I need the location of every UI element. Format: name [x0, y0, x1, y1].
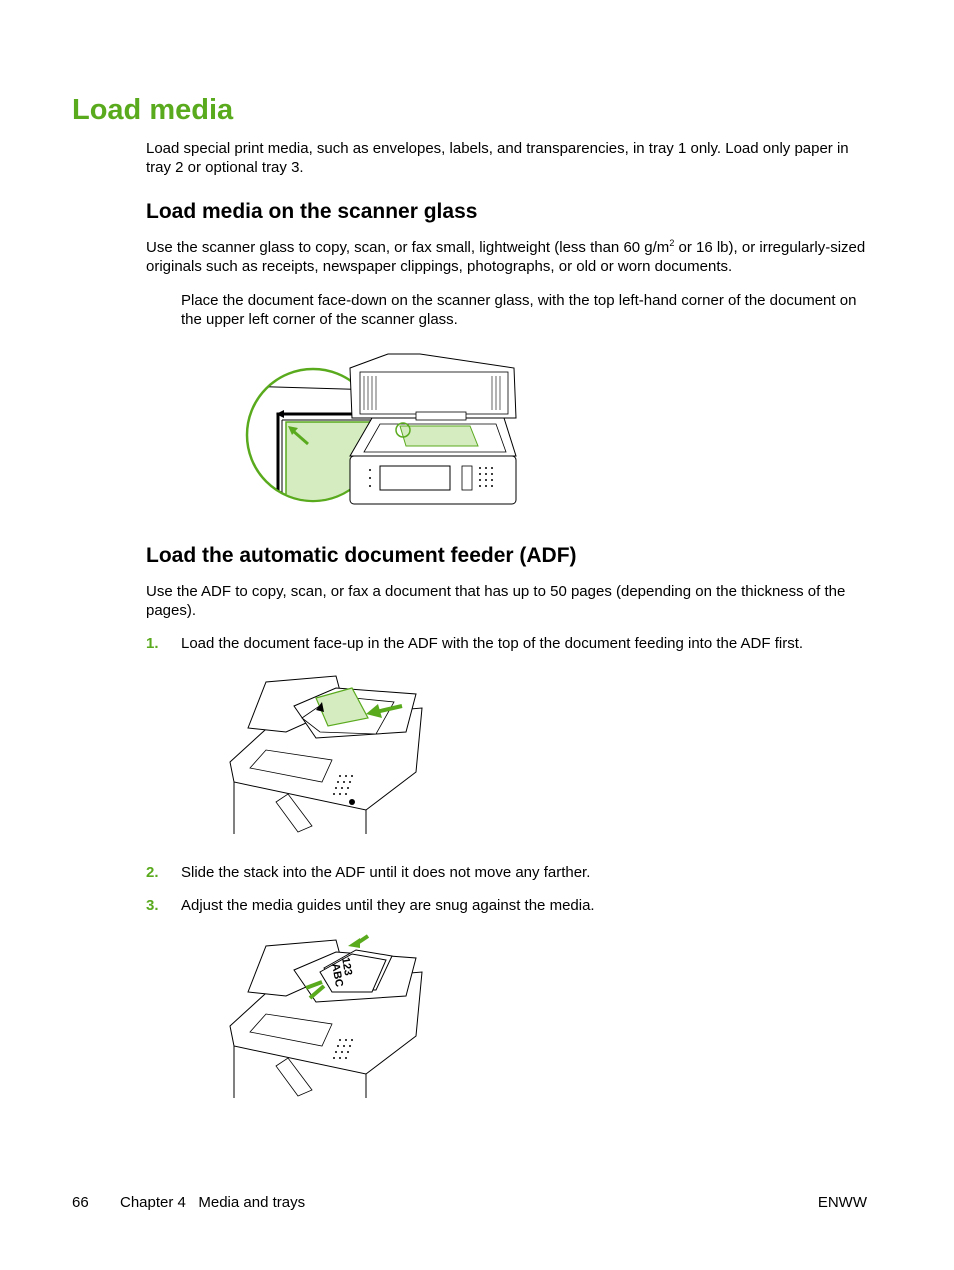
document-label-123: 123 — [339, 956, 354, 976]
page-number: 66 — [72, 1194, 89, 1211]
adf-paragraph: Use the ADF to copy, scan, or fax a docu… — [146, 583, 846, 619]
superscript: 2 — [669, 238, 675, 248]
scanner-text-2: or 16 lb), or irregularly-sized original… — [146, 239, 866, 275]
step-number: 1. — [146, 635, 159, 652]
footer-right-label: ENWW — [817, 1194, 867, 1211]
scanner-text-1: Use the scanner glass to copy, scan, or … — [146, 239, 670, 256]
step-number: 3. — [146, 897, 159, 914]
adf-section-title: Load the automatic document feeder (ADF) — [146, 544, 577, 567]
scanner-section-title: Load media on the scanner glass — [146, 200, 478, 223]
scanner-glass-illustration — [245, 353, 517, 505]
intro-paragraph: Load special print media, such as envelo… — [146, 140, 849, 176]
step-number: 2. — [146, 864, 159, 881]
step-text: Adjust the media guides until they are s… — [181, 897, 595, 914]
page-title: Load media — [72, 94, 234, 126]
document-label-abc: ABC — [329, 962, 345, 988]
scanner-paragraph: Use the scanner glass to copy, scan, or … — [146, 238, 870, 276]
step-text: Slide the stack into the ADF until it do… — [181, 864, 591, 881]
step-text: Load the document face-up in the ADF wit… — [181, 635, 804, 652]
chapter-label: Chapter 4 Media and trays — [120, 1194, 306, 1211]
adf-guides-illustration: ABC 123 — [229, 934, 423, 1098]
adf-load-illustration — [229, 675, 423, 834]
scanner-instruction: Place the document face-down on the scan… — [181, 292, 857, 328]
